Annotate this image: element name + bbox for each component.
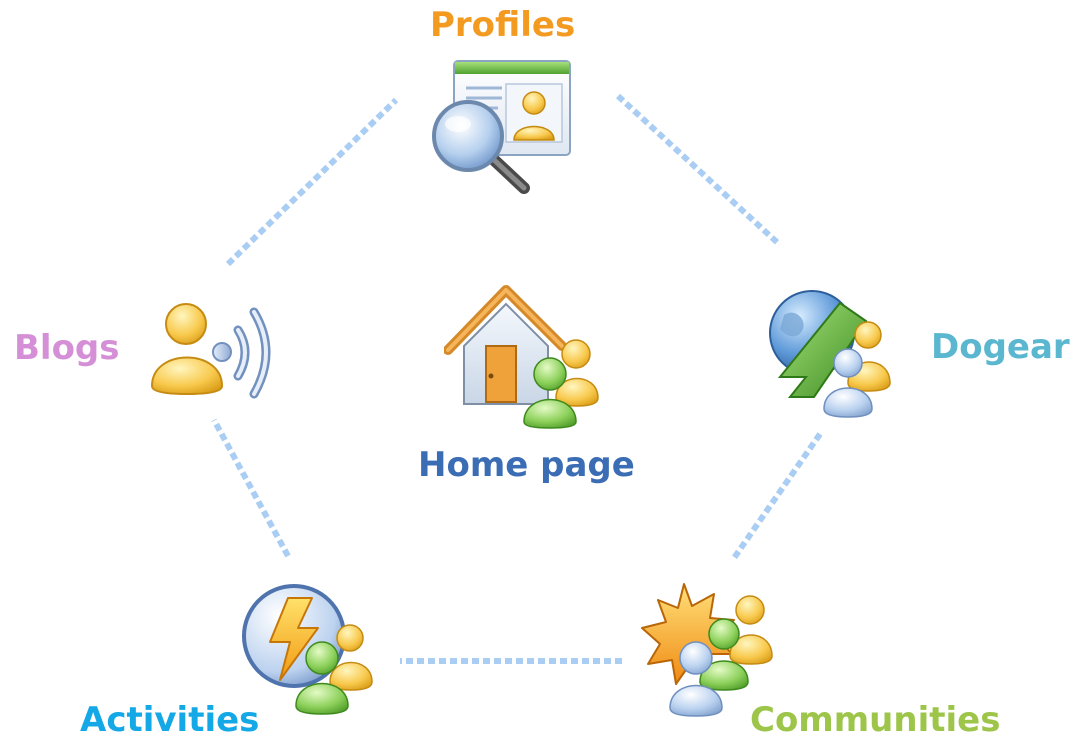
connector-blogs-profiles bbox=[225, 97, 399, 267]
communities-label[interactable]: Communities bbox=[750, 700, 1001, 740]
connector-profiles-dogear bbox=[615, 93, 783, 248]
blogs-label[interactable]: Blogs bbox=[14, 328, 120, 368]
starburst-group-icon[interactable] bbox=[640, 580, 790, 720]
person-broadcast-icon[interactable] bbox=[146, 290, 286, 410]
connector-activities-blogs bbox=[211, 418, 291, 558]
profiles-label[interactable]: Profiles bbox=[430, 5, 576, 45]
profile-card-magnifier-icon[interactable] bbox=[428, 58, 578, 198]
home-page-label[interactable]: Home page bbox=[418, 445, 635, 485]
connector-dogear-communities bbox=[731, 432, 823, 560]
lightning-group-icon[interactable] bbox=[240, 580, 380, 720]
dogear-label[interactable]: Dogear bbox=[931, 327, 1070, 367]
activities-label[interactable]: Activities bbox=[80, 700, 260, 740]
globe-ribbon-people-icon[interactable] bbox=[762, 285, 902, 425]
house-people-icon[interactable] bbox=[444, 280, 604, 430]
